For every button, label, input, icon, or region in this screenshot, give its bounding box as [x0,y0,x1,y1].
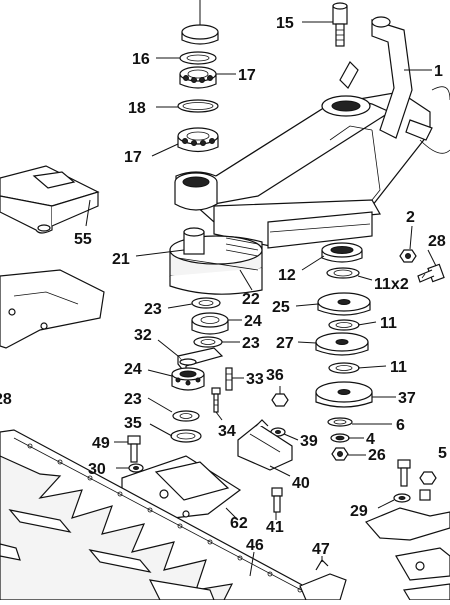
callout-21: 21 [112,251,130,268]
part-35-ring [170,429,202,443]
callout-5: 5 [438,445,447,462]
part-18-circlip [177,99,219,113]
callout-6: 6 [396,417,405,434]
part-15-pin [332,2,348,47]
callout-12: 12 [278,267,296,284]
part-34-screw [211,387,221,413]
part-41-bolt [271,487,283,513]
part-33-pin [225,367,233,391]
callout-16: 16 [132,51,150,68]
callout-37: 37 [398,390,416,407]
callout-32: 32 [134,327,152,344]
part-25-disc [317,292,371,316]
part-12-seal [321,242,363,263]
callout-24-b: 24 [124,361,142,378]
callout-23-a: 23 [144,301,162,318]
part-6-washer [327,417,353,427]
callout-28-left: 28 [0,391,12,408]
part-11-washer-b [328,362,360,374]
callout-62: 62 [230,515,248,532]
callout-55: 55 [74,231,92,248]
part-23-washer-b [193,336,223,348]
callout-35: 35 [124,415,142,432]
part-36-nut [271,393,289,407]
part-2-nut [399,225,417,263]
part-40-knife-guide [237,419,293,471]
part-17-bearing-upper [179,66,217,89]
part-5-bolt [397,459,437,501]
callout-49: 49 [92,435,110,452]
callout-23-c: 23 [124,391,142,408]
callout-40: 40 [292,475,310,492]
part-21-bevel-gear [169,227,263,295]
callout-23-b: 23 [242,335,260,352]
left-guard-plate [0,269,105,349]
callout-46: 46 [246,537,264,554]
part-top-cap [181,0,219,45]
callout-11-a: 11 [380,315,397,332]
callout-33: 33 [246,371,264,388]
callout-17-upper: 17 [238,67,256,84]
part-26-nut [331,447,349,461]
part-30-washer [128,463,144,473]
main-gearbox-housing [174,16,450,249]
part-27-disc [315,332,369,356]
part-47-knife-holder [299,559,347,601]
part-24-bearing-b [171,367,205,391]
part-23-washer-a [191,297,221,309]
callout-11-b: 11 [390,359,407,376]
right-blade-assembly [364,507,450,601]
callout-labels: 15 16 17 18 17 1 55 2 28 21 12 11x2 22 2… [0,15,447,558]
callout-22: 22 [242,291,260,308]
part-37-disc [315,381,373,408]
part-49-bolt [127,435,141,463]
callout-1: 1 [434,63,443,80]
leader-lines [85,21,437,577]
callout-2: 2 [406,209,415,226]
callout-24-a: 24 [244,313,262,330]
part-23-washer-c [172,410,200,422]
part-32-crank-arm [176,347,224,376]
callout-17-lower: 17 [124,149,142,166]
callout-39: 39 [300,433,318,450]
callout-26: 26 [368,447,386,464]
callout-30: 30 [88,461,106,478]
callout-41: 41 [266,519,284,536]
callout-29: 29 [350,503,368,520]
part-55-plate [0,165,100,234]
callout-15: 15 [276,15,294,32]
callout-11x2: 11x2 [374,276,409,293]
part-4-washer [330,433,350,443]
callout-4: 4 [366,431,375,448]
part-28-bolt [417,263,445,283]
callout-27: 27 [276,335,294,352]
part-17-bearing-lower [177,127,219,153]
part-11-washers-x2 [326,267,360,279]
part-29-washer [393,493,411,503]
callout-28-right: 28 [428,233,446,250]
callout-36: 36 [266,367,284,384]
callout-25: 25 [272,299,290,316]
part-24-bearing-a [191,312,229,335]
callout-18: 18 [128,100,146,117]
part-11-washer-a [328,319,360,331]
callout-34: 34 [218,423,236,440]
callout-47: 47 [312,541,330,558]
part-16-ring [179,51,217,65]
